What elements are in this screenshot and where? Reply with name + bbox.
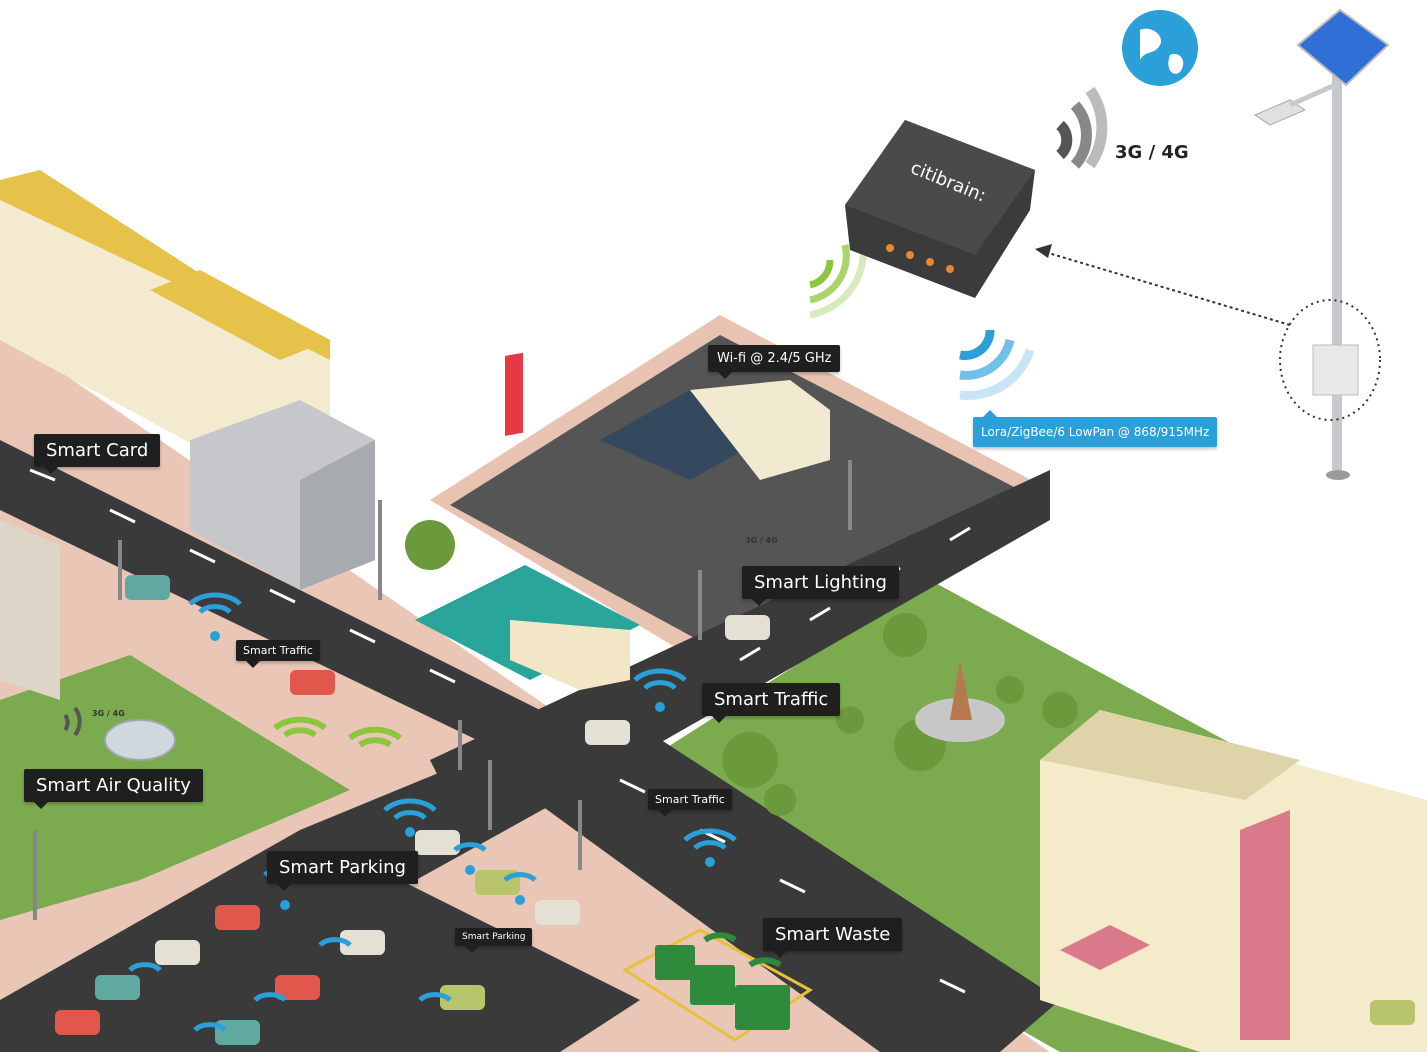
smart-traffic-small-label: Smart Traffic (648, 789, 732, 817)
sensor-dots (210, 631, 715, 910)
road-crossing (430, 470, 1050, 840)
ground-gas-station-asphalt (450, 335, 1020, 660)
sensor-node (1312, 344, 1359, 396)
cellular-signal-icon (63, 536, 737, 737)
cellular-signal-icon (1056, 86, 1108, 169)
left-apartment (0, 520, 60, 700)
cellular-label: 3G / 4G (1115, 142, 1189, 163)
hotel-roof (1040, 710, 1300, 800)
office-side (300, 440, 375, 590)
wifi-label: Wi-fi @ 2.4/5 GHz (708, 345, 841, 379)
park-monument (950, 660, 972, 720)
smart-waste-label: Smart Waste (763, 918, 903, 958)
lora-signal-icon (128, 592, 737, 1032)
school-roof-2 (150, 270, 330, 360)
recycle-bin-icon (655, 945, 790, 1030)
lora-signal-icon (959, 329, 1035, 400)
smart-air-quality-label: Smart Air Quality (24, 769, 203, 809)
globe-icon (1122, 10, 1198, 86)
hotel-building (1040, 710, 1427, 1052)
cellular-small-label: 3G / 4G (745, 536, 778, 545)
cellular-small-label: 3G / 4G (92, 709, 125, 718)
solar-panel-icon (1296, 8, 1390, 87)
hotel-accent (1240, 810, 1290, 1040)
waste-zone (622, 928, 813, 1042)
connection-arrow (1044, 251, 1291, 326)
fountain-icon (104, 719, 176, 761)
road-diagonal-lower (520, 700, 1060, 1052)
hotel-canopy (1060, 925, 1150, 970)
wifi-signal-icon (703, 932, 782, 968)
gateway-top (845, 120, 1035, 255)
sensor-highlight-circle (1279, 299, 1381, 421)
street-lights (33, 460, 852, 920)
wifi-signal-icon (273, 716, 402, 748)
smart-parking-label: Smart Parking (267, 851, 418, 891)
school-building (0, 180, 330, 470)
gas-station-sign (505, 352, 523, 436)
lora-label: Lora/ZigBee/6 LowPan @ 868/915MHz (973, 410, 1218, 447)
smart-card-label: Smart Card (34, 434, 161, 474)
gas-station-shop (690, 380, 830, 480)
light-pole (1332, 70, 1342, 470)
road-diagonal-main (0, 440, 560, 780)
smart-parking-small-label: Smart Parking (455, 928, 533, 953)
smart-lighting-label: Smart Lighting (742, 566, 899, 606)
pharmacy-body (510, 620, 630, 690)
cars (55, 575, 1415, 1045)
smart-traffic-small-label: Smart Traffic (236, 640, 320, 668)
gateway-antennas (886, 244, 954, 273)
smart-traffic-label: Smart Traffic (702, 683, 841, 723)
